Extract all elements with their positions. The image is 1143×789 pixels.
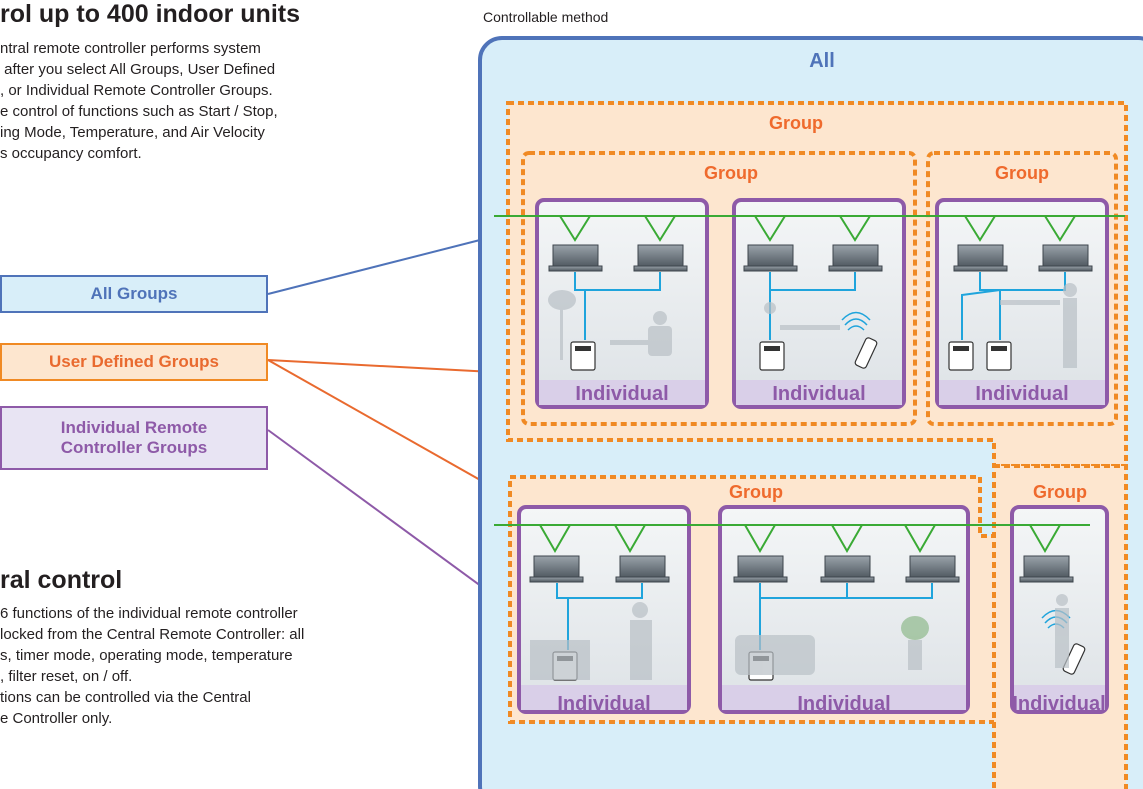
legend-individual-label: Individual Remote Controller Groups [60,418,208,457]
diagram-caption: Controllable method [483,9,609,25]
legend-individual-remote-controller-groups: Individual Remote Controller Groups [0,406,268,470]
group-label-inner-b: Group [995,163,1049,183]
legend-user-defined-groups: User Defined Groups [0,343,268,381]
main-heading: rol up to 400 indoor units [0,0,300,28]
section-paragraph: 6 functions of the individual remote con… [0,605,305,727]
room-4 [517,505,691,714]
individual-label-2: Individual [772,383,866,405]
connector-individual [267,429,520,615]
connector-user-a [267,359,513,374]
connector-all [267,239,481,295]
group-label-inner-a: Group [704,163,758,183]
group-label-bottom: Group [729,482,783,502]
all-label: All [809,50,835,72]
connector-user-b [267,359,513,499]
legend-all-groups: All Groups [0,275,268,313]
legend-user-defined-groups-label: User Defined Groups [48,352,220,371]
section-heading: ral control [0,566,123,594]
individual-label-4: Individual [557,693,651,715]
room-2 [732,198,906,409]
group-label-bottom-right: Group [1033,482,1087,502]
room-5 [718,505,970,714]
group-label-top: Group [769,113,823,133]
individual-label-3: Individual [975,383,1069,405]
individual-label-6: Individual [1012,693,1106,715]
intro-paragraph: ntral remote controller performs system … [0,40,278,162]
individual-label-1: Individual [575,383,669,405]
individual-label-5: Individual [797,693,891,715]
legend-all-groups-label: All Groups [90,284,178,303]
